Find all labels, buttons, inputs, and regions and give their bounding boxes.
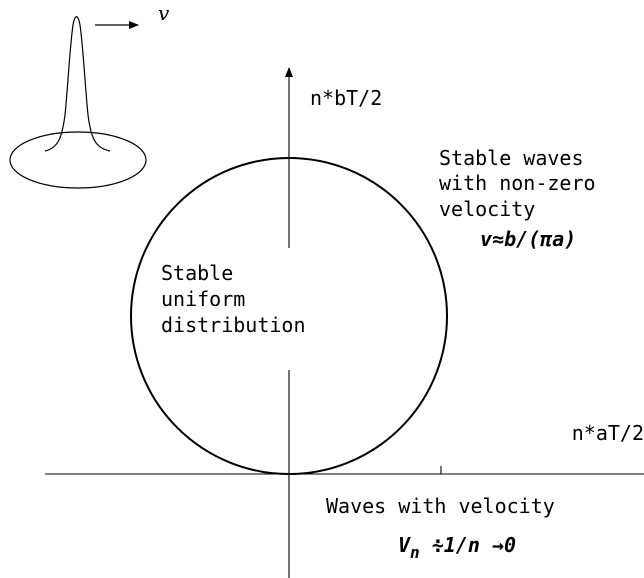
inside-line-1: Stable [161,261,233,285]
outside-formula: v≈b/(πa) [480,227,576,251]
outside-line-2: with non-zero [439,171,596,195]
waves-formula-rest: ∻1/n →0 [420,533,516,557]
outside-region-text: Stable waves with non-zero velocity v≈b/… [439,146,596,251]
y-axis-label: n*bT/2 [310,86,382,110]
inside-line-3: distribution [161,313,306,337]
waves-region-text: Waves with velocity Vn ∻1/n →0 [326,494,555,562]
inside-line-2: uniform [161,287,245,311]
outside-line-1: Stable waves [439,146,584,170]
outside-line-3: velocity [439,197,535,221]
waves-formula-main: V [398,533,411,557]
wave-peak-inset: v [9,1,170,189]
velocity-symbol: v [158,1,170,25]
x-axis-label: n*aT/2 [572,421,644,445]
waves-formula-subscript: n [410,543,420,562]
stability-boundary-circle [130,157,448,475]
inside-region-text: Stable uniform distribution [161,261,306,337]
waves-formula: Vn ∻1/n →0 [398,533,516,562]
inset-peak-curve [44,16,111,152]
waves-line: Waves with velocity [326,494,555,518]
inset-base-ellipse [9,131,147,189]
